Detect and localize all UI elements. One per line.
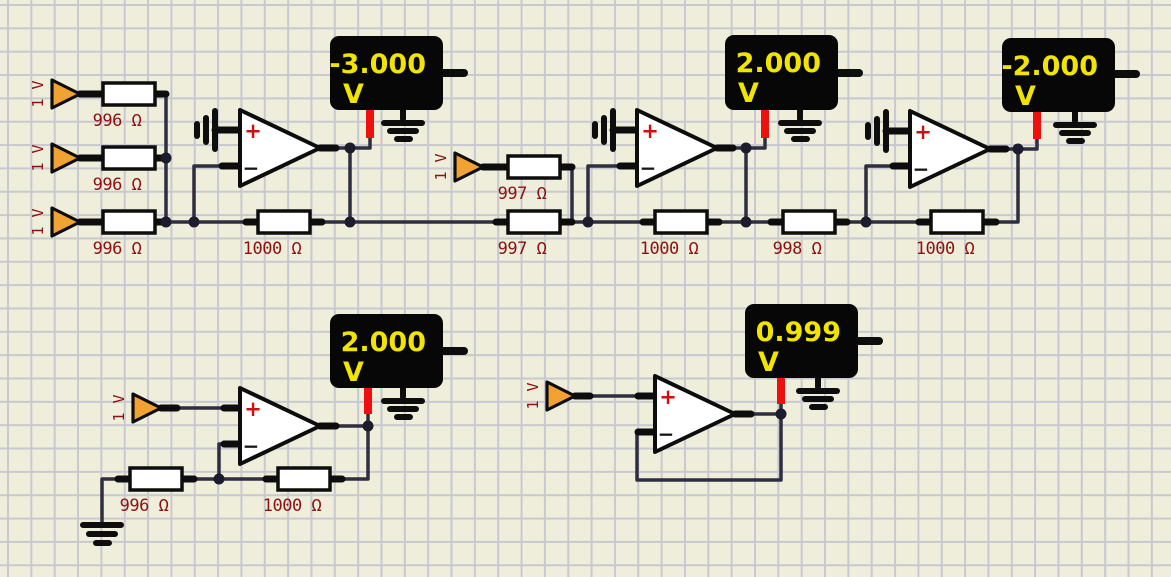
ground-icon[interactable] <box>865 109 889 153</box>
voltage-source[interactable]: 1 V <box>29 78 82 110</box>
resistor-label: 1000 Ω <box>263 496 322 516</box>
voltage-source[interactable]: 1 V <box>524 380 577 412</box>
opamp[interactable]: + − <box>908 109 992 189</box>
junction-dot <box>344 216 356 228</box>
ground-icon[interactable] <box>778 107 822 142</box>
opamp-minus-label: − <box>640 156 657 180</box>
resistor[interactable]: 1000 Ω <box>640 209 709 259</box>
ground-icon[interactable] <box>592 108 616 152</box>
resistor-label: 1000 Ω <box>916 239 975 259</box>
ground-icon[interactable] <box>381 385 425 420</box>
component-pins <box>571 392 755 436</box>
opamp[interactable]: + − <box>238 386 322 466</box>
resistor-label: 997 Ω <box>498 184 547 204</box>
voltage-source-label: 1 V <box>29 144 47 171</box>
component-pins <box>114 404 346 483</box>
junction-dot <box>188 216 200 228</box>
voltmeter-unit: V <box>343 79 364 110</box>
resistor-label: 996 Ω <box>93 239 142 259</box>
opamp-minus-label: − <box>243 434 260 458</box>
resistor[interactable]: 997 Ω <box>498 209 562 259</box>
junction-dot <box>740 216 752 228</box>
voltage-source-label: 1 V <box>29 80 47 107</box>
voltage-source-label: 1 V <box>29 208 47 235</box>
opamp-plus-label: + <box>914 120 932 144</box>
junction-dot <box>213 473 225 485</box>
voltage-source-label: 1 V <box>432 153 450 180</box>
resistor[interactable]: 998 Ω <box>773 209 837 259</box>
junction-dot <box>740 142 752 154</box>
wire[interactable] <box>864 136 1039 224</box>
junction-dot <box>775 408 787 420</box>
voltage-source[interactable]: 1 V <box>29 142 82 174</box>
resistor[interactable]: 996 Ω <box>93 145 157 195</box>
voltmeter-unit: V <box>1015 81 1036 112</box>
resistor[interactable]: 996 Ω <box>120 466 184 516</box>
opamp-plus-label: + <box>659 385 677 409</box>
voltmeter[interactable]: 2.000 V <box>330 314 468 414</box>
component-pins <box>882 127 1010 226</box>
resistor[interactable]: 1000 Ω <box>263 466 332 516</box>
resistor-label: 1000 Ω <box>640 239 699 259</box>
resistor[interactable]: 996 Ω <box>93 209 157 259</box>
opamp-plus-label: + <box>244 119 262 143</box>
resistor-label: 998 Ω <box>773 239 822 259</box>
voltmeter[interactable]: -3.000 V <box>329 36 468 138</box>
voltage-source[interactable]: 1 V <box>432 151 485 183</box>
voltmeter[interactable]: -2.000 V <box>1001 38 1140 139</box>
resistor[interactable]: 997 Ω <box>498 154 562 204</box>
voltage-source-label: 1 V <box>110 394 128 421</box>
resistor[interactable]: 996 Ω <box>93 81 157 131</box>
ground-icon[interactable] <box>80 522 124 546</box>
junction-dot <box>362 420 374 432</box>
junction-dots <box>160 142 1024 485</box>
opamp-plus-label: + <box>641 119 659 143</box>
resistor-label: 996 Ω <box>120 496 169 516</box>
junction-dot <box>160 152 172 164</box>
wire[interactable] <box>588 394 783 482</box>
voltmeter-value: -3.000 <box>329 49 426 80</box>
voltmeter-unit: V <box>343 357 364 388</box>
voltmeter-unit: V <box>758 347 779 378</box>
opamp[interactable]: + − <box>653 374 737 454</box>
resistor-label: 996 Ω <box>93 111 142 131</box>
junction-dot <box>582 216 594 228</box>
voltmeter-value: 2.000 <box>736 48 821 79</box>
voltage-source[interactable]: 1 V <box>110 392 163 424</box>
opamp-plus-label: + <box>244 397 262 421</box>
voltage-source[interactable]: 1 V <box>29 206 82 238</box>
component-pins <box>479 126 851 226</box>
opamp[interactable]: + − <box>238 108 322 188</box>
junction-dot <box>860 216 872 228</box>
voltmeter-value: 0.999 <box>756 317 841 348</box>
wire[interactable] <box>100 406 370 524</box>
junction-dot <box>344 142 356 154</box>
resistor[interactable]: 1000 Ω <box>916 209 985 259</box>
junction-dot <box>160 216 172 228</box>
voltage-source-label: 1 V <box>524 382 542 409</box>
opamp-minus-label: − <box>913 157 930 181</box>
ground-icon[interactable] <box>796 375 840 410</box>
opamp-minus-label: − <box>658 422 675 446</box>
resistor-label: 996 Ω <box>93 175 142 195</box>
ground-icon[interactable] <box>194 108 218 152</box>
resistor-label: 1000 Ω <box>243 239 302 259</box>
ground-icon[interactable] <box>1053 109 1097 144</box>
voltmeter[interactable]: 0.999 V <box>745 304 883 404</box>
voltmeter-unit: V <box>738 78 759 109</box>
opamp-minus-label: − <box>243 156 260 180</box>
voltmeter[interactable]: 2.000 V <box>725 35 863 138</box>
junction-dot <box>1012 143 1024 155</box>
ground-icon[interactable] <box>381 107 425 142</box>
voltmeter-value: -2.000 <box>1001 51 1098 82</box>
resistor[interactable]: 1000 Ω <box>243 209 312 259</box>
resistor-label: 997 Ω <box>498 239 547 259</box>
opamp[interactable]: + − <box>635 108 719 188</box>
voltmeter-value: 2.000 <box>341 327 426 358</box>
